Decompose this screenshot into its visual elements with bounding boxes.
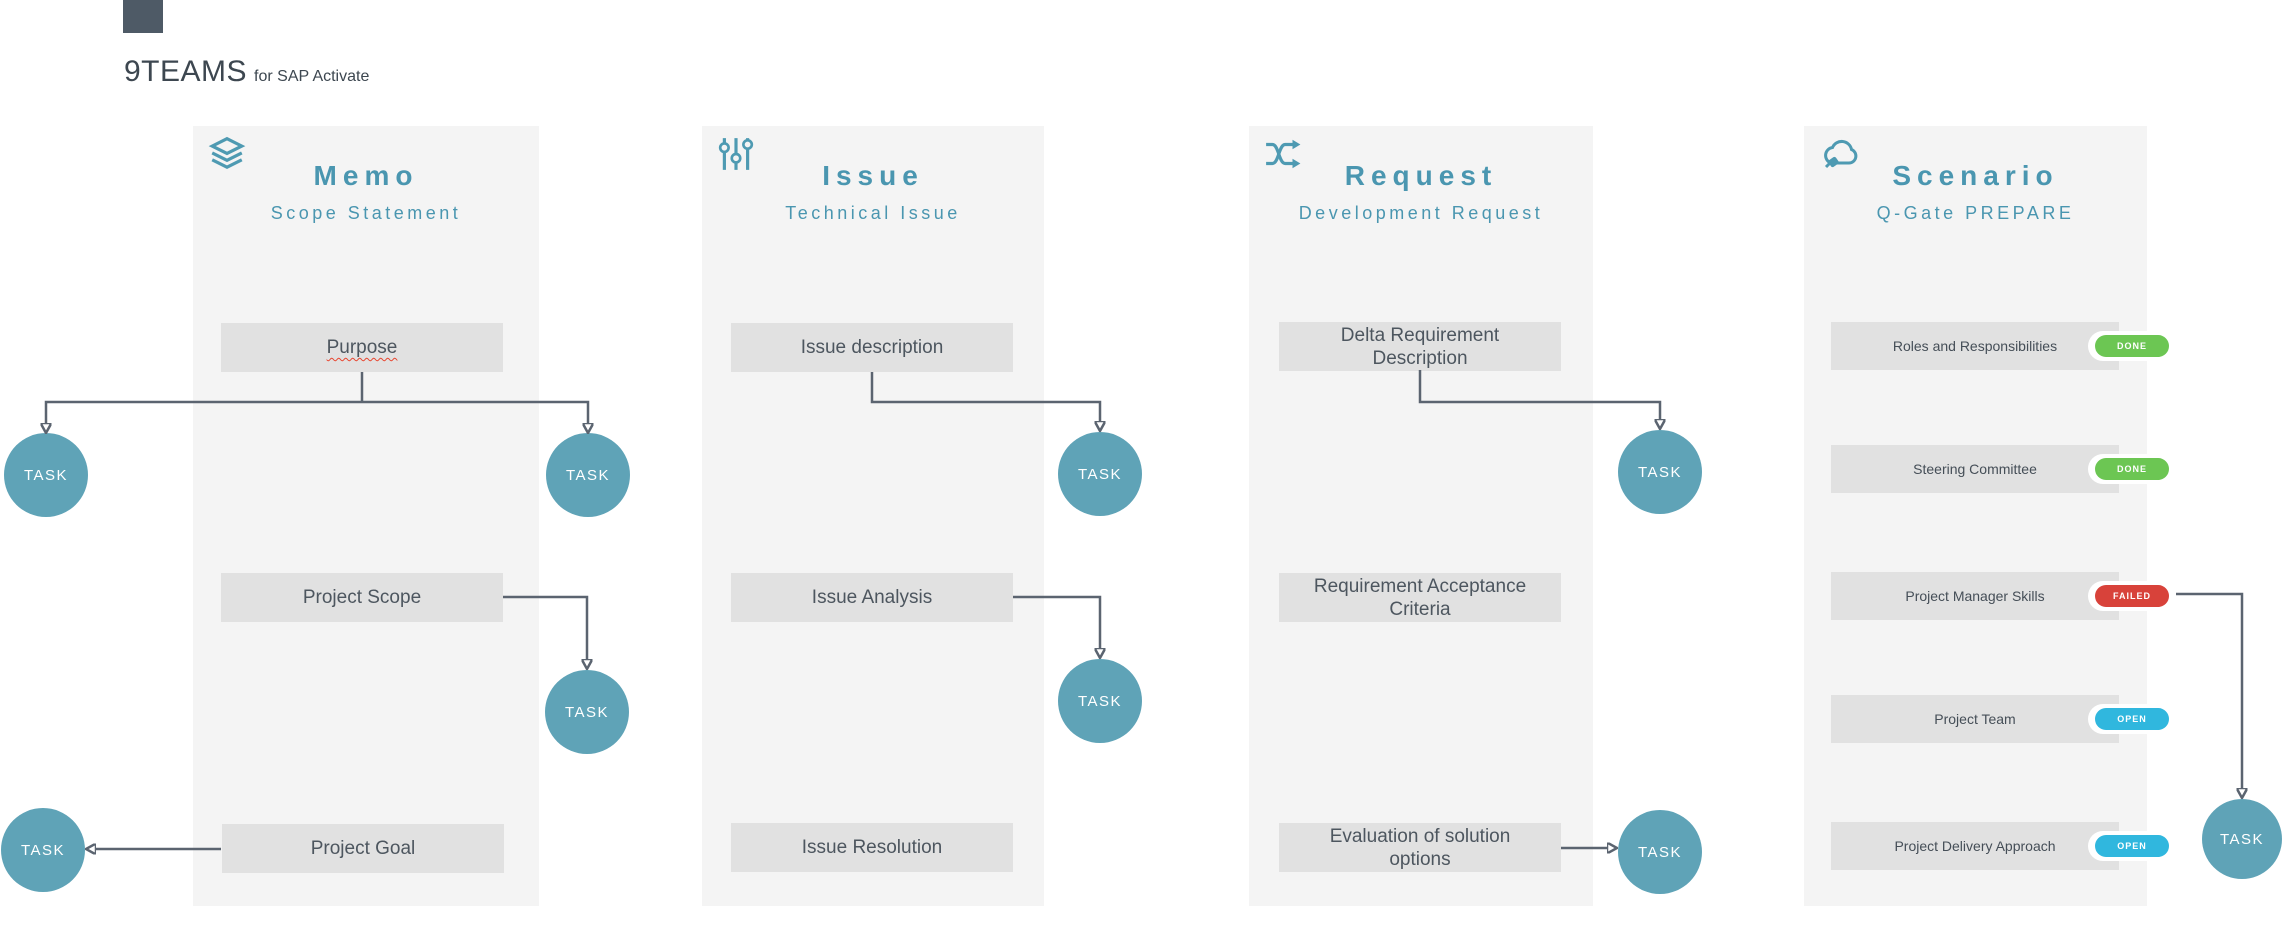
scenario-row-delivery-approach-label: Project Delivery Approach [1894, 838, 2056, 854]
scenario-row-roles: Roles and Responsibilities [1831, 322, 2119, 370]
status-badge-project-team: OPEN [2088, 704, 2176, 734]
status-badge-steering: DONE [2088, 454, 2176, 484]
status-badge-project-team-label: OPEN [2095, 708, 2169, 730]
task-label: TASK [1077, 692, 1123, 710]
column-subtitle-issue: Technical Issue [785, 203, 961, 223]
layers-icon [208, 136, 246, 169]
scenario-row-pm-skills-label: Project Manager Skills [1905, 588, 2045, 604]
task-label: TASK [20, 841, 66, 859]
task-label: TASK [1077, 465, 1123, 483]
task-label: TASK [565, 466, 611, 484]
request-box-acceptance-criteria: Requirement Acceptance Criteria [1279, 573, 1561, 622]
task-node-request-bottom: TASK [1618, 810, 1702, 894]
memo-box-project-scope: Project Scope [221, 573, 503, 622]
status-badge-delivery-approach-label: OPEN [2095, 835, 2169, 857]
task-node-memo-left-top: TASK [4, 433, 88, 517]
logo-brand: 9TEAMS [124, 55, 248, 88]
column-subtitle-scenario: Q-Gate PREPARE [1876, 203, 2075, 223]
memo-box-purpose: Purpose [221, 323, 503, 372]
task-node-request-top: TASK [1618, 430, 1702, 514]
task-node-memo-left-bottom: TASK [1, 808, 85, 892]
status-badge-pm-skills-label: FAILED [2095, 585, 2169, 607]
logo-suffix: for SAP Activate [254, 68, 370, 85]
connector-failed-badge-to-task [2176, 592, 2242, 789]
scenario-row-pm-skills: Project Manager Skills [1831, 572, 2119, 620]
issue-box-description-label: Issue description [800, 337, 944, 358]
task-label: TASK [1637, 843, 1683, 861]
column-request: Request Development Request [1249, 126, 1593, 906]
column-scenario: Scenario Q-Gate PREPARE [1804, 126, 2147, 906]
task-node-memo-right-mid: TASK [545, 670, 629, 754]
scenario-row-steering-label: Steering Committee [1913, 461, 2037, 477]
memo-box-project-goal: Project Goal [222, 824, 504, 873]
task-label: TASK [2219, 830, 2265, 848]
column-memo: Memo Scope Statement [193, 126, 539, 906]
column-title-issue: Issue [822, 160, 924, 191]
task-node-memo-right-top: TASK [546, 433, 630, 517]
scenario-row-project-team-label: Project Team [1934, 711, 2016, 727]
request-box-acceptance-criteria-label: Requirement Acceptance Criteria [1313, 575, 1527, 620]
status-badge-roles-label: DONE [2095, 335, 2169, 357]
task-label: TASK [564, 703, 610, 721]
memo-box-project-scope-label: Project Scope [302, 587, 422, 608]
shuffle-icon [1266, 139, 1301, 169]
memo-box-purpose-label: Purpose [326, 337, 398, 358]
task-node-issue-top: TASK [1058, 432, 1142, 516]
column-subtitle-memo: Scope Statement [270, 203, 462, 223]
column-title-memo: Memo [313, 160, 419, 191]
issue-box-analysis: Issue Analysis [731, 573, 1013, 622]
logo-square [123, 0, 163, 33]
issue-box-resolution: Issue Resolution [731, 823, 1013, 872]
scenario-row-roles-label: Roles and Responsibilities [1892, 338, 2058, 354]
request-box-evaluation: Evaluation of solution options [1279, 823, 1561, 872]
issue-box-resolution-label: Issue Resolution [801, 837, 943, 858]
status-badge-delivery-approach: OPEN [2088, 831, 2176, 861]
memo-box-project-goal-label: Project Goal [310, 838, 416, 859]
status-badge-steering-label: DONE [2095, 458, 2169, 480]
column-issue: Issue Technical Issue [702, 126, 1044, 906]
logo: 9TEAMS for SAP Activate [124, 55, 369, 89]
cloud-icon [1824, 139, 1858, 169]
request-box-evaluation-label: Evaluation of solution options [1329, 825, 1511, 870]
issue-box-description: Issue description [731, 323, 1013, 372]
issue-box-analysis-label: Issue Analysis [811, 587, 933, 608]
task-label: TASK [1637, 463, 1683, 481]
scenario-row-steering: Steering Committee [1831, 445, 2119, 493]
sliders-icon [718, 138, 754, 170]
request-box-delta-requirement-label: Delta Requirement Description [1340, 324, 1500, 369]
task-label: TASK [23, 466, 69, 484]
column-subtitle-request: Development Request [1298, 203, 1544, 223]
request-box-delta-requirement: Delta Requirement Description [1279, 322, 1561, 371]
status-badge-pm-skills: FAILED [2088, 581, 2176, 611]
status-badge-roles: DONE [2088, 331, 2176, 361]
scenario-row-delivery-approach: Project Delivery Approach [1831, 822, 2119, 870]
task-node-scenario: TASK [2202, 799, 2282, 879]
task-node-issue-mid: TASK [1058, 659, 1142, 743]
column-title-request: Request [1344, 160, 1498, 191]
scenario-row-project-team: Project Team [1831, 695, 2119, 743]
column-title-scenario: Scenario [1892, 160, 2059, 191]
